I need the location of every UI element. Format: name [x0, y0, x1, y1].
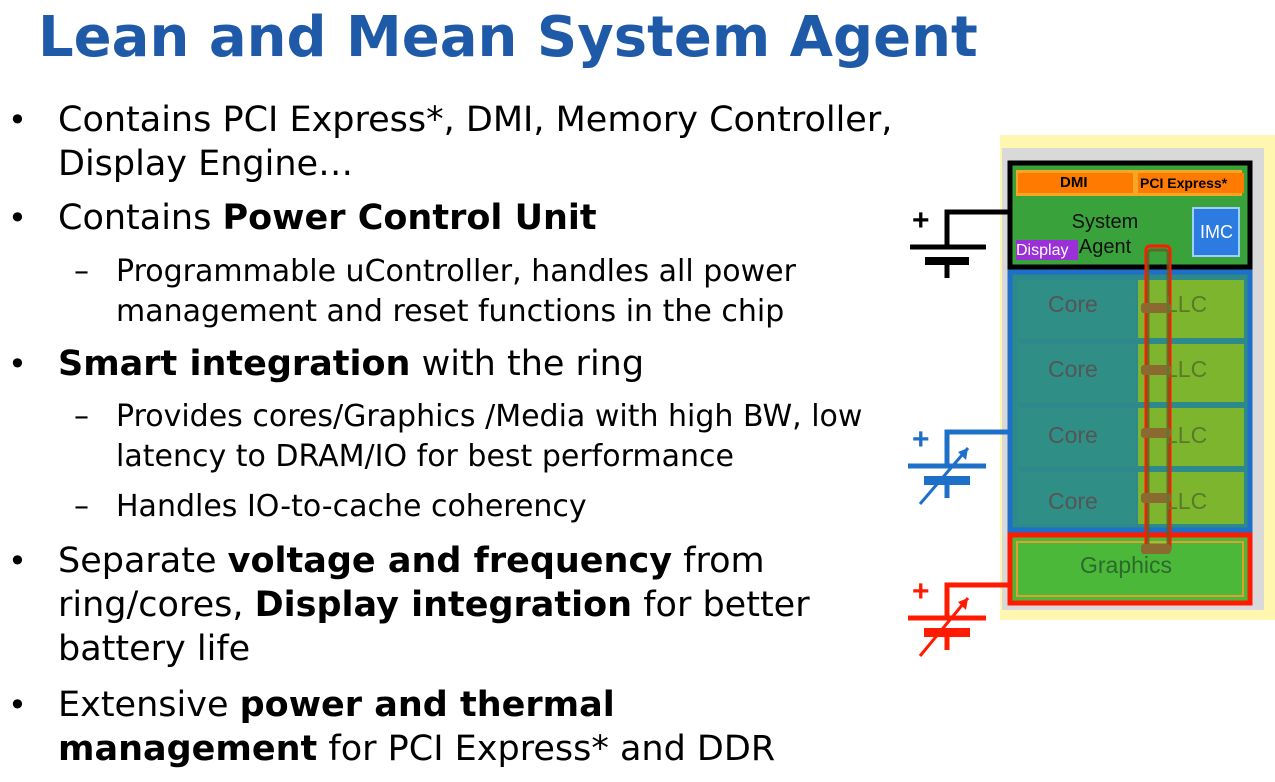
bullet-text: Contains PCI Express*, DMI, Memory Contr…	[58, 100, 893, 184]
graphics-plus-sign: +	[912, 575, 930, 608]
bullet-item: • Extensive power and thermal management…	[8, 683, 848, 771]
bullet-list: • Contains PCI Express*, DMI, Memory Con…	[8, 98, 898, 771]
dmi-block	[1018, 173, 1133, 193]
core-label: Core	[1048, 422, 1098, 448]
sa-plus-sign: +	[912, 204, 930, 237]
ring-stop	[1141, 365, 1171, 375]
core-cell	[1018, 344, 1136, 402]
core-plus-sign: +	[912, 423, 930, 456]
core-label: Core	[1048, 291, 1098, 317]
sub-bullet-item: – Handles IO-to-cache coherency	[74, 487, 896, 527]
bullet-text: with the ring	[410, 344, 645, 384]
bullet-text-bold: voltage and frequency	[227, 541, 673, 581]
llc-label: LLC	[1165, 422, 1208, 448]
sub-bullet-dash: –	[74, 399, 89, 434]
bullet-text: for PCI Express* and DDR	[317, 729, 776, 769]
sub-bullet-item: – Provides cores/Graphics /Media with hi…	[74, 397, 906, 477]
pcie-label: PCI Express*	[1140, 175, 1228, 191]
sub-bullet-text: Provides cores/Graphics /Media with high…	[116, 399, 863, 474]
sub-bullet-dash: –	[74, 254, 89, 289]
llc-label: LLC	[1165, 488, 1208, 514]
bullet-item: • Separate voltage and frequency from ri…	[8, 539, 858, 671]
bullet-text-bold: Smart integration	[58, 344, 411, 384]
core-cell	[1018, 408, 1136, 466]
bullet-item: • Contains Power Control Unit	[8, 196, 898, 240]
bullet-text: Extensive	[58, 685, 240, 725]
bullet-text: Contains	[58, 198, 223, 238]
display-label: Display	[1016, 242, 1069, 259]
core-label: Core	[1048, 356, 1098, 382]
ring-stop	[1141, 493, 1171, 503]
chip-diagram-graphic	[908, 135, 1275, 657]
sub-bullet-dash: –	[74, 489, 89, 524]
imc-block	[1192, 207, 1240, 257]
graphics-inner-border	[1016, 541, 1244, 597]
bullet-text: for better battery life	[58, 585, 810, 669]
pcie-block	[1138, 173, 1244, 193]
bullet-dot-icon: •	[8, 345, 27, 383]
graphics-voltage-source-icon	[908, 582, 1010, 657]
llc-label: LLC	[1165, 291, 1208, 317]
core-cell	[1018, 472, 1136, 524]
bullet-text: from ring/cores,	[58, 541, 765, 625]
bullet-dot-icon: •	[8, 686, 27, 724]
sa-voltage-source-icon	[910, 209, 1010, 278]
graphics-label: Graphics	[1080, 552, 1173, 578]
bullet-text: Separate	[58, 541, 228, 581]
core-label: Core	[1048, 488, 1098, 514]
bullet-item: • Contains PCI Express*, DMI, Memory Con…	[8, 98, 898, 186]
slide-title: Lean and Mean System Agent	[38, 5, 978, 70]
bullet-dot-icon: •	[8, 101, 27, 139]
bullet-text-bold: Display integration	[254, 585, 633, 625]
core-cell	[1018, 280, 1136, 338]
bullet-text-bold: power and thermal management	[58, 685, 615, 769]
sub-bullet-text: Handles IO-to-cache coherency	[116, 489, 587, 524]
chip-diagram: DMI PCI Express* System Agent IMC Displa…	[900, 130, 1275, 670]
bullet-dot-icon: •	[8, 542, 27, 580]
sub-bullet-item: – Programmable uController, handles all …	[74, 252, 896, 332]
core-rows	[1018, 280, 1244, 524]
system-agent-label: System Agent	[1071, 211, 1139, 258]
core-voltage-source-icon	[908, 429, 1010, 505]
ring-stop	[1141, 303, 1171, 313]
sub-bullet-text: Programmable uController, handles all po…	[116, 254, 796, 329]
bullet-dot-icon: •	[8, 199, 27, 237]
bullet-text-bold: Power Control Unit	[222, 198, 597, 238]
ring-stop	[1141, 544, 1171, 554]
graphics-block	[1007, 532, 1253, 606]
dmi-label: DMI	[1060, 174, 1088, 191]
ring-stop	[1141, 428, 1171, 438]
display-block	[1016, 240, 1078, 260]
imc-label: IMC	[1200, 222, 1233, 242]
bullet-item: • Smart integration with the ring	[8, 342, 898, 386]
llc-label: LLC	[1165, 356, 1208, 382]
